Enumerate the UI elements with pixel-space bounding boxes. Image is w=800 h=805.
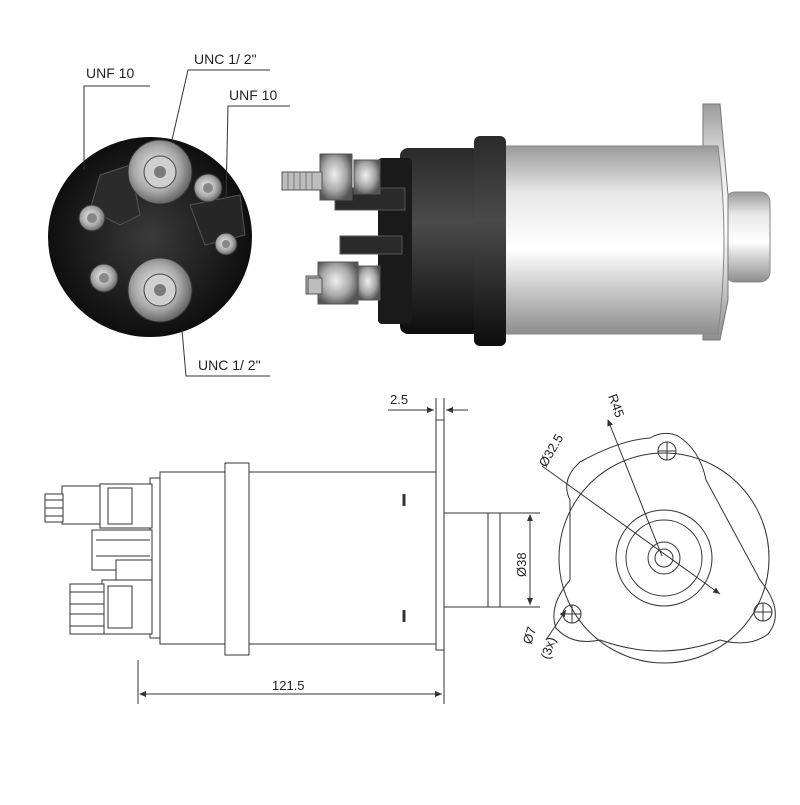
- top-terminal-nut: [319, 153, 353, 201]
- dim-length-label: 121.5: [272, 678, 305, 693]
- drawing-boss: [443, 512, 489, 608]
- dim-hole-count-label: (3x): [538, 635, 559, 661]
- solenoid-body: [499, 145, 725, 335]
- callout-lines: [83, 69, 290, 377]
- callout-unc12-bottom: UNC 1/ 2": [198, 357, 261, 373]
- dim-boss-diameter: [500, 512, 540, 608]
- dim-flange-thickness-label: 2.5: [390, 392, 408, 407]
- dim-hole-diameter-label: Ø7: [520, 625, 540, 646]
- dim-length: [137, 650, 445, 704]
- dim-radius-label: R45: [605, 392, 627, 420]
- side-elevation-drawing: [44, 419, 501, 656]
- plunger-boss: [724, 191, 771, 283]
- terminal-face-view: [48, 137, 252, 337]
- solenoid-side-photo: [281, 103, 771, 346]
- dim-center-diameter-label: Ø32.5: [536, 431, 567, 469]
- plunger-circle: [647, 541, 681, 575]
- end-view-drawing: [541, 419, 776, 664]
- dim-flange-thickness: [388, 398, 468, 420]
- drawing-flange: [435, 419, 445, 651]
- bottom-terminal-nut: [317, 261, 359, 305]
- callout-unc12-top: UNC 1/ 2": [194, 51, 257, 67]
- drawing-collar: [224, 462, 250, 656]
- terminal-cap: [400, 148, 480, 334]
- cap-collar: [474, 136, 506, 346]
- boss-outer-circle: [615, 509, 713, 607]
- dim-boss-diameter-label: Ø38: [514, 552, 529, 577]
- callout-unf10-right: UNF 10: [229, 87, 277, 103]
- bottom-threaded-stud: [307, 277, 323, 295]
- body-outline-circle: [558, 452, 770, 664]
- drawing-body: [159, 471, 443, 645]
- callout-unf10-left: UNF 10: [86, 65, 134, 81]
- terminal-bracket: [189, 194, 246, 246]
